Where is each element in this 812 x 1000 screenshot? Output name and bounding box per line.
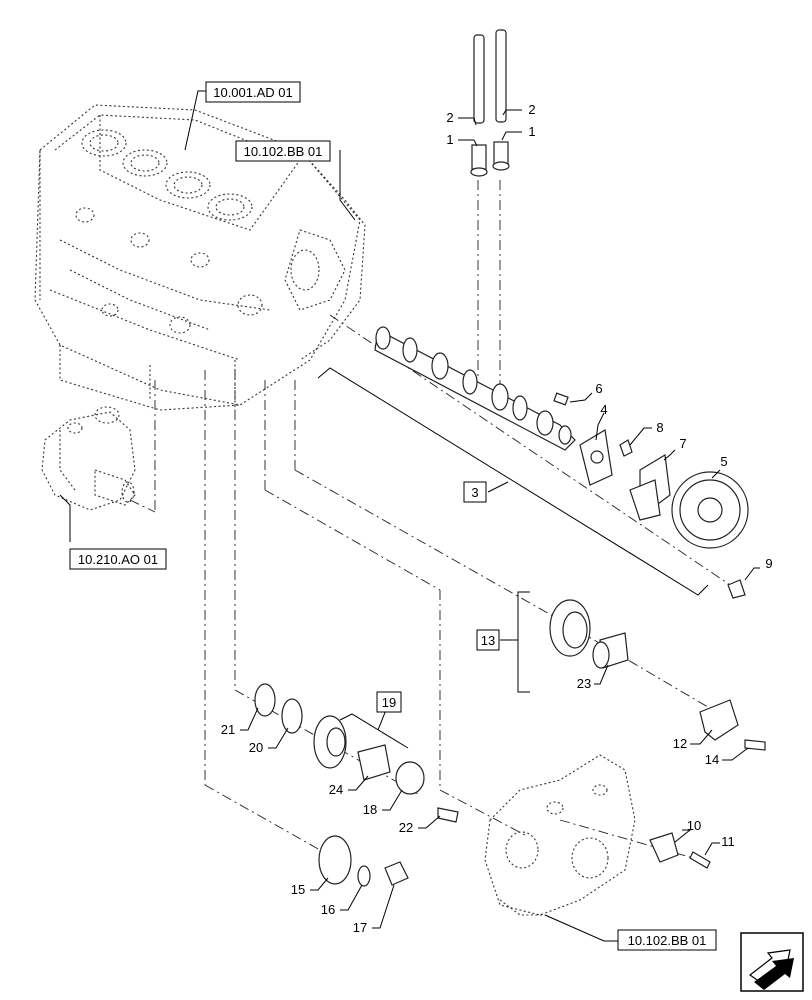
ref-box-gear-cover[interactable]: 10.102.BB 01 [617,929,717,951]
callout-10[interactable]: 10 [687,818,701,833]
callout-16[interactable]: 16 [321,902,335,917]
callout-22[interactable]: 22 [399,820,413,835]
callout-1b[interactable]: 1 [528,124,535,139]
callout-6[interactable]: 6 [595,381,602,396]
group-box-camshaft[interactable]: 3 [463,481,487,503]
group-box-camshaft-label: 3 [471,485,478,500]
callout-5[interactable]: 5 [720,454,727,469]
callout-15[interactable]: 15 [291,882,305,897]
engine-block-illustration [34,104,366,411]
page-return-arrow-icon[interactable] [740,932,804,992]
ref-box-front-plate-label: 10.102.BB 01 [244,144,323,159]
callout-leaders [59,90,760,942]
group-box-pump-gear[interactable]: 19 [376,691,402,713]
ref-box-block[interactable]: 10.001.AD 01 [205,81,301,103]
sensor-parts [649,832,711,869]
group-brackets [317,367,709,749]
callout-numbers: 2 2 1 1 6 4 8 7 5 9 10 11 12 14 23 21 20… [221,102,773,935]
callout-17[interactable]: 17 [353,920,367,935]
group-box-pump-gear-label: 19 [382,695,396,710]
alignment-lines [129,180,746,861]
gear-cover-illustration [484,754,636,916]
callout-12[interactable]: 12 [673,736,687,751]
ref-box-pump-label: 10.210.AO 01 [78,552,158,567]
fuel-pump-illustration [41,406,136,511]
callout-23[interactable]: 23 [577,676,591,691]
camshaft-part [374,326,576,451]
callout-20[interactable]: 20 [249,740,263,755]
callout-21[interactable]: 21 [221,722,235,737]
ref-box-gear-cover-label: 10.102.BB 01 [628,933,707,948]
group-box-idler-label: 13 [481,633,495,648]
camshaft-front-parts [553,392,749,599]
callout-8[interactable]: 8 [656,420,663,435]
callout-24[interactable]: 24 [329,782,343,797]
pushrods-part [470,29,510,177]
ref-box-front-plate[interactable]: 10.102.BB 01 [235,140,331,162]
group-box-idler[interactable]: 13 [476,629,500,651]
callout-1a[interactable]: 1 [446,132,453,147]
callout-2b[interactable]: 2 [528,102,535,117]
callout-9[interactable]: 9 [765,556,772,571]
callout-2a[interactable]: 2 [446,110,453,125]
ref-box-pump[interactable]: 10.210.AO 01 [69,548,167,570]
callout-7[interactable]: 7 [679,436,686,451]
callout-11[interactable]: 11 [721,834,735,849]
callout-14[interactable]: 14 [705,752,719,767]
ref-box-block-label: 10.001.AD 01 [213,85,293,100]
callout-18[interactable]: 18 [363,802,377,817]
idler-gear-parts [549,599,766,751]
callout-4[interactable]: 4 [600,402,607,417]
pump-gear-parts [254,683,459,887]
